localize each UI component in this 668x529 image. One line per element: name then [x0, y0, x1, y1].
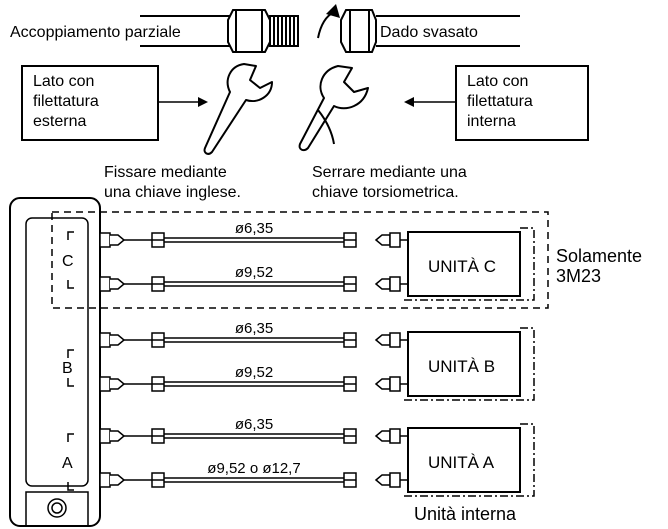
only-label-line-2: 3M23: [556, 266, 601, 286]
indoor-unit-c: UNITÀ C: [404, 227, 535, 301]
panel-valve-tip: [110, 378, 126, 390]
only-label-line-1: Solamente: [556, 246, 642, 266]
drain-port-icon: [47, 498, 67, 518]
rotation-arrow-icon: [317, 4, 340, 39]
unit-valve: [389, 276, 401, 292]
outdoor-unit-panel: [9, 197, 101, 527]
male-side-line-3: esterna: [33, 113, 86, 130]
fix-note-line-1: Fissare mediante: [104, 164, 227, 181]
partial-coupling-label: Accoppiamento parziale: [10, 24, 181, 41]
pipe-diameter-label: ø6,35: [235, 220, 273, 237]
tighten-note-line-1: Serrare mediante una: [312, 164, 467, 181]
row-bracket-a: A: [62, 433, 74, 491]
panel-valve: [99, 332, 111, 348]
wrench-icon: [203, 63, 273, 155]
unit-valve: [389, 376, 401, 392]
pipe-diameter-label: ø9,52 o ø12,7: [207, 460, 300, 477]
pipe-diameter-label: ø9,52: [235, 264, 273, 281]
male-side-box: [21, 65, 159, 141]
only-3m23-region: [51, 211, 549, 309]
panel-valve-tip: [110, 234, 126, 246]
panel-valve: [99, 428, 111, 444]
unit-valve: [389, 332, 401, 348]
torque-wrench-icon: [298, 65, 369, 152]
row-bracket-c: C: [62, 231, 74, 289]
male-side-arrow: [158, 97, 208, 107]
pipe-run: ø9,52: [99, 264, 408, 292]
panel-valve: [99, 472, 111, 488]
unit-valve-tip: [374, 430, 391, 442]
row-bracket-b: B: [62, 349, 74, 387]
partial-coupling-pipe: [140, 15, 230, 47]
unit-valve: [389, 232, 401, 248]
flare-nut: [340, 9, 520, 53]
pipe-runs: ø6,35 ø9,52 ø6,35 ø9,52 ø6,35 ø9,52 o ø12,7: [99, 220, 408, 488]
pipe-run: ø6,35: [99, 416, 408, 444]
indoor-unit-c-label: UNITÀ C: [428, 257, 496, 276]
panel-valve-tip: [110, 278, 126, 290]
panel-valve: [99, 232, 111, 248]
panel-valve: [99, 376, 111, 392]
pipe-run: ø9,52 o ø12,7: [99, 460, 408, 488]
female-side-arrow: [404, 97, 456, 107]
unit-valve: [389, 428, 401, 444]
panel-valve-tip: [110, 334, 126, 346]
female-side-line-3: interna: [467, 113, 516, 130]
indoor-unit-a-label: UNITÀ A: [428, 453, 495, 472]
female-side-line-1: Lato con: [467, 73, 528, 90]
pipe-diameter-label: ø6,35: [235, 416, 273, 433]
pipe-diameter-label: ø6,35: [235, 320, 273, 337]
unit-valve-tip: [374, 474, 391, 486]
unit-valve-tip: [374, 278, 391, 290]
unit-valve: [389, 472, 401, 488]
indoor-unit-b-label: UNITÀ B: [428, 357, 495, 376]
indoor-unit-b: UNITÀ B: [404, 327, 535, 401]
female-side-line-2: filettatura: [467, 93, 533, 110]
panel-valve: [99, 276, 111, 292]
bracket-letter-b: B: [62, 360, 73, 377]
unit-valve-tip: [374, 334, 391, 346]
panel-valve-tip: [110, 430, 126, 442]
unit-valve-tip: [374, 234, 391, 246]
panel-valve-tip: [110, 474, 126, 486]
flare-nut-label: Dado svasato: [380, 24, 478, 41]
male-side-line-2: filettatura: [33, 93, 99, 110]
unit-valve-tip: [374, 378, 391, 390]
male-side-line-1: Lato con: [33, 73, 94, 90]
bracket-letter-c: C: [62, 253, 74, 270]
indoor-unit-caption: Unità interna: [414, 504, 517, 524]
pipe-diameter-label: ø9,52: [235, 364, 273, 381]
tighten-note-line-2: chiave torsiometrica.: [312, 184, 459, 201]
pipe-run: ø6,35: [99, 220, 408, 248]
pipe-run: ø9,52: [99, 364, 408, 392]
pipe-run: ø6,35: [99, 320, 408, 348]
female-side-box: [455, 65, 589, 141]
partial-coupling-nut: [227, 9, 299, 53]
fix-note-line-2: una chiave inglese.: [104, 184, 241, 201]
indoor-unit-a: UNITÀ A: [404, 423, 535, 497]
bracket-letter-a: A: [62, 455, 73, 472]
